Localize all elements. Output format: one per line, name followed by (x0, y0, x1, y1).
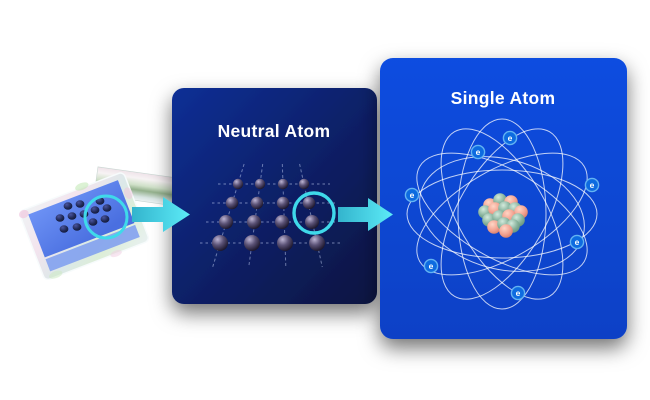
glass-iridescence (110, 250, 122, 258)
electron-label: e (516, 288, 521, 298)
electron-orbit (440, 128, 564, 300)
electron-badge (423, 258, 439, 274)
trapped-atom (67, 212, 77, 220)
nucleus (478, 193, 528, 238)
electron-label: e (429, 261, 434, 271)
lattice-atom (212, 235, 228, 251)
cell-atoms (55, 194, 129, 240)
trapped-atom (75, 200, 85, 208)
lattice-atom (277, 235, 293, 251)
lattice-atom (276, 196, 290, 210)
lattice-atom (254, 178, 266, 190)
electron-label: e (410, 190, 415, 200)
trapped-atom (88, 218, 98, 226)
electron-orbit (457, 118, 547, 310)
electron-orbit (416, 152, 588, 276)
trapped-atom (102, 204, 112, 212)
lattice-atom (225, 196, 239, 210)
vacuum-cell (18, 172, 150, 281)
atom-lattice (200, 163, 343, 268)
electron-label: e (508, 133, 513, 143)
trapped-atom (63, 202, 73, 210)
lattice-atom (244, 235, 260, 251)
electron-label: e (575, 237, 580, 247)
electron-orbit (440, 128, 564, 300)
lattice-atom (275, 215, 289, 229)
flow-arrow-1 (132, 197, 190, 232)
lattice-atom (298, 178, 310, 190)
glass-iridescence (49, 270, 63, 279)
trapped-atom (100, 215, 110, 223)
lattice-atom (302, 196, 316, 210)
electrons: e e e e e e e (404, 130, 600, 301)
electron-badge (510, 285, 526, 301)
trapped-atom (55, 214, 65, 222)
lattice-atom (250, 196, 264, 210)
trapped-atom (72, 223, 82, 231)
trapped-atom (90, 206, 100, 214)
electron-badge (404, 187, 420, 203)
glass-iridescence (124, 187, 133, 200)
glass-iridescence (75, 182, 89, 191)
trapped-atom (59, 225, 69, 233)
lattice-atom (309, 235, 325, 251)
single-atom-panel: Single Atom e e e e e e e (380, 58, 627, 339)
electron-label: e (590, 180, 595, 190)
lattice-atom (247, 215, 261, 229)
electron-badge (584, 177, 600, 193)
neutral-atom-panel: Neutral Atom (172, 88, 377, 304)
cell-top-face (28, 180, 135, 258)
electron-orbits (406, 118, 598, 310)
glass-iridescence (18, 209, 29, 219)
cell-highlight-ring (83, 194, 129, 240)
lattice-atom (232, 178, 244, 190)
electron-orbit (419, 156, 585, 272)
lattice-atom (305, 215, 319, 229)
single-panel-title: Single Atom (451, 88, 556, 108)
electron-orbit (406, 169, 598, 259)
neutral-panel-title: Neutral Atom (218, 121, 331, 141)
flow-arrow-2 (338, 198, 393, 231)
electron-badge (569, 234, 585, 250)
lattice-highlight-ring (292, 191, 336, 235)
electron-badge (502, 130, 518, 146)
electron-orbit (416, 152, 588, 276)
electron-badge (470, 144, 486, 160)
electron-label: e (476, 147, 481, 157)
lattice-atom (277, 178, 289, 190)
nucleon (499, 224, 513, 238)
lattice-atom (219, 215, 233, 229)
